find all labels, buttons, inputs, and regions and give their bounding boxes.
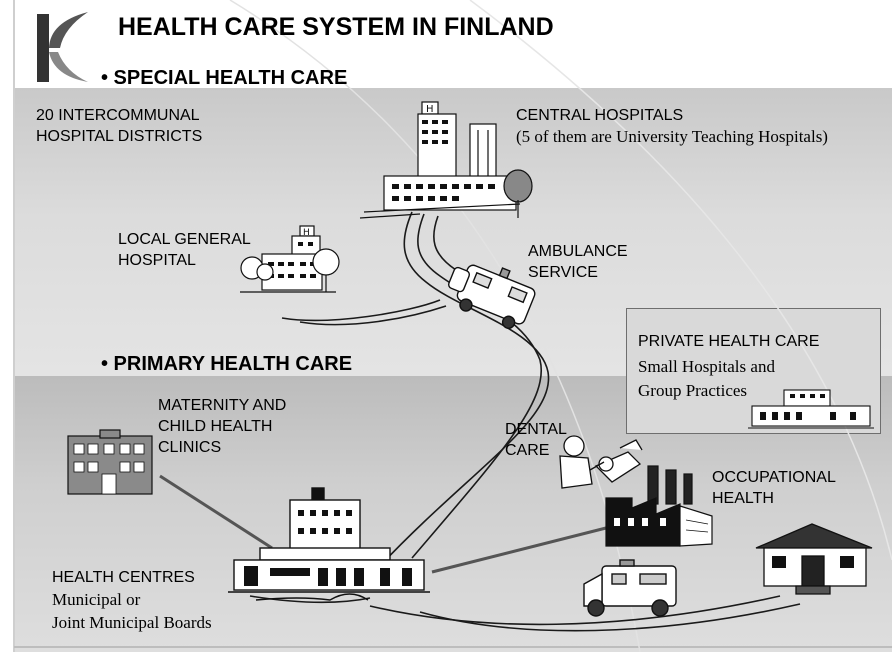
ambulance-icon: [447, 264, 536, 329]
label-ambulance-line1: AMBULANCE: [528, 243, 628, 260]
label-centres-line1: HEALTH CENTRES: [52, 569, 195, 586]
label-ambulance-line2: SERVICE: [528, 264, 598, 281]
k-logo-icon: [37, 12, 88, 82]
label-dental-line1: DENTAL: [505, 421, 567, 438]
svg-text:H: H: [303, 228, 310, 238]
label-private-line2: Small Hospitals and: [638, 357, 775, 376]
label-maternity-line3: CLINICS: [158, 439, 222, 456]
factory-icon: [605, 465, 713, 547]
label-centres-line2: Municipal or: [52, 590, 141, 609]
label-dental-line2: CARE: [505, 442, 550, 459]
hospital-complex-icon: H: [359, 101, 533, 219]
title-band: [0, 0, 892, 88]
label-occupational-line1: OCCUPATIONAL: [712, 469, 836, 486]
left-divider: [13, 0, 15, 652]
house-icon: [755, 523, 873, 595]
health-centre-icon: [228, 487, 430, 601]
label-local-line2: HOSPITAL: [118, 252, 196, 269]
section-heading-primary: • PRIMARY HEALTH CARE: [101, 353, 353, 375]
connecting-roads: [249, 211, 801, 632]
label-local-line1: LOCAL GENERAL: [118, 231, 251, 248]
label-centres-line3: Joint Municipal Boards: [52, 613, 212, 632]
ambulance-van-icon: [583, 559, 677, 617]
decorative-arc: [469, 0, 892, 561]
svg-text:H: H: [426, 104, 434, 115]
label-private-line3: Group Practices: [638, 381, 748, 400]
label-maternity-line2: CHILD HEALTH: [158, 418, 273, 435]
clinic-building-icon: [67, 429, 153, 495]
label-districts-line1: 20 INTERCOMMUNAL: [36, 107, 200, 124]
clinic-building-icon: [748, 389, 874, 429]
label-central-line2: (5 of them are University Teaching Hospi…: [516, 127, 828, 146]
bottom-divider: [14, 646, 892, 648]
connector-lines: [159, 474, 607, 574]
label-private-line1: PRIVATE HEALTH CARE: [638, 333, 820, 350]
label-central-line1: CENTRAL HOSPITALS: [516, 107, 684, 124]
dentist-icon: [559, 435, 643, 489]
page-title: HEALTH CARE SYSTEM IN FINLAND: [118, 13, 554, 41]
hospital-icon: H: [240, 225, 340, 293]
label-maternity-line1: MATERNITY AND: [158, 397, 287, 414]
section-heading-special: • SPECIAL HEALTH CARE: [101, 67, 348, 89]
label-districts-line2: HOSPITAL DISTRICTS: [36, 128, 203, 145]
label-occupational-line2: HEALTH: [712, 490, 774, 507]
